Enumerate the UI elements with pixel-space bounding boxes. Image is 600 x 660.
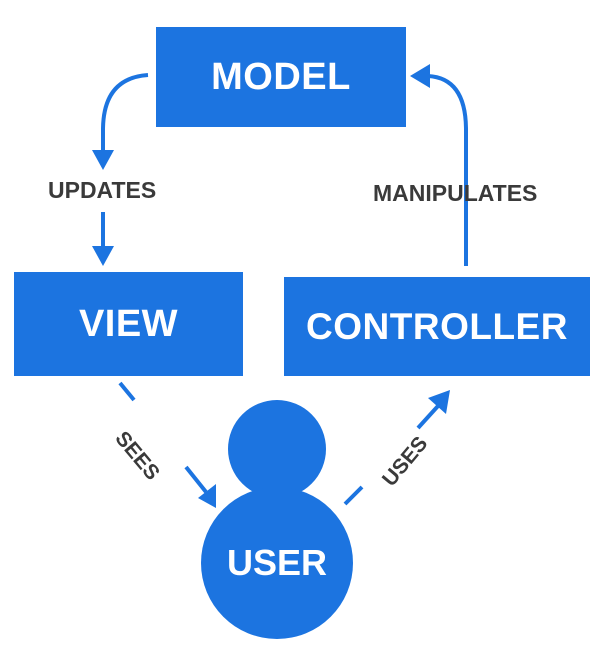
view-node: VIEW [14,272,243,376]
arrow-model-to-view-upper [101,73,149,152]
model-node: MODEL [156,27,406,127]
user-node: USER [201,487,353,639]
manipulates-label: MANIPULATES [373,180,538,206]
arrowhead-model-to-view-lower [92,246,114,266]
updates-label: UPDATES [48,177,157,203]
arrowhead-controller-to-model [410,64,430,88]
arrowhead-view-to-user [198,484,216,508]
controller-node: CONTROLLER [284,277,590,376]
arrow-view-to-user-end [184,465,208,494]
arrow-controller-to-model [427,74,468,266]
arrowhead-user-to-controller [428,390,450,414]
arrow-user-to-controller-start [343,485,364,506]
arrowhead-model-to-view-upper [92,150,114,170]
arrow-user-to-controller-end [416,404,440,430]
arrow-view-to-user-start [118,381,136,402]
user-head-icon [228,400,326,498]
